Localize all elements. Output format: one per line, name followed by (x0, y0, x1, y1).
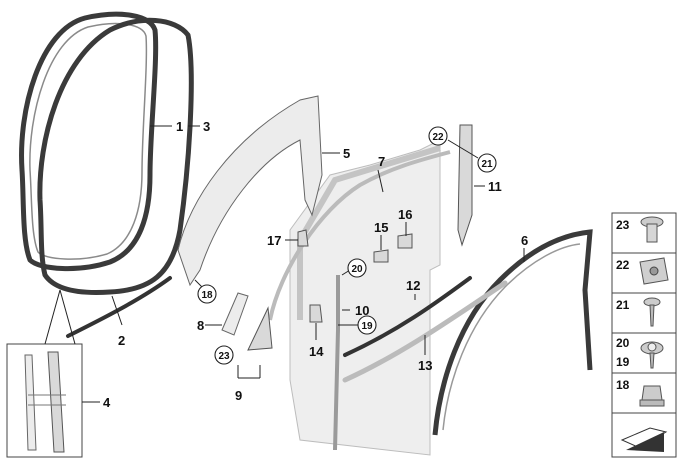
callout-3: 3 (203, 119, 210, 134)
door-seal-group (19, 11, 194, 295)
sill-strip (66, 276, 172, 338)
circled-callout-23: 23 (214, 345, 234, 365)
circled-callout-22: 22 (428, 126, 448, 146)
svg-text:23: 23 (218, 351, 230, 362)
callout-11: 11 (488, 179, 502, 194)
clip-part-14 (309, 304, 323, 323)
screw-icon (643, 297, 661, 327)
legend-label-23: 23 (616, 218, 630, 232)
callout-15: 15 (374, 220, 388, 235)
a-pillar-trim (177, 95, 323, 287)
callout-17: 17 (267, 233, 281, 248)
svg-text:19: 19 (361, 321, 373, 332)
callout-14: 14 (309, 344, 324, 359)
legend-label-21: 21 (616, 298, 630, 312)
callout-6: 6 (521, 233, 528, 248)
legend-label-20: 20 (616, 336, 630, 350)
clip-part-16 (397, 233, 413, 249)
bracket-part-8 (221, 292, 249, 336)
b-pillar-seal (432, 229, 593, 436)
svg-text:20: 20 (351, 264, 363, 275)
callout-10: 10 (355, 303, 369, 318)
svg-text:18: 18 (201, 290, 213, 301)
direction-arrow-icon (620, 427, 668, 452)
circled-callout-18: 18 (197, 284, 217, 304)
circled-callout-21: 21 (477, 153, 497, 173)
callout-16: 16 (398, 207, 412, 222)
window-channel-part-10 (333, 275, 340, 451)
circled-callout-20: 20 (347, 258, 367, 278)
window-guide (268, 150, 451, 321)
trim-part-11 (457, 124, 473, 247)
push-rivet-icon (640, 216, 664, 243)
callout-5: 5 (343, 146, 350, 161)
legend-label-18: 18 (616, 378, 630, 392)
svg-text:21: 21 (481, 159, 493, 170)
callout-4: 4 (103, 395, 111, 410)
svg-text:22: 22 (432, 132, 444, 143)
door-panel (289, 139, 441, 456)
door-window-frame (297, 145, 441, 320)
callout-12: 12 (406, 278, 420, 293)
detail-inset (6, 343, 83, 458)
clip-part-17 (297, 229, 309, 247)
legend-label-19: 19 (616, 355, 630, 369)
fastener-legend: 23 22 21 20 19 18 (611, 212, 677, 458)
callout-9: 9 (235, 388, 242, 403)
clip-part-15 (373, 249, 389, 263)
callout-1: 1 (176, 119, 183, 134)
circled-callout-19: 19 (357, 315, 377, 335)
mirror-triangle-part (247, 306, 273, 351)
callout-2: 2 (118, 333, 125, 348)
legend-label-22: 22 (616, 258, 630, 272)
callout-8: 8 (197, 318, 204, 333)
clip-nut-icon (639, 257, 669, 285)
callout-13: 13 (418, 358, 432, 373)
plastic-clip-icon (639, 385, 665, 407)
flange-screw-icon (640, 341, 664, 369)
belt-strip-12 (343, 276, 472, 357)
callout-7: 7 (378, 154, 385, 169)
